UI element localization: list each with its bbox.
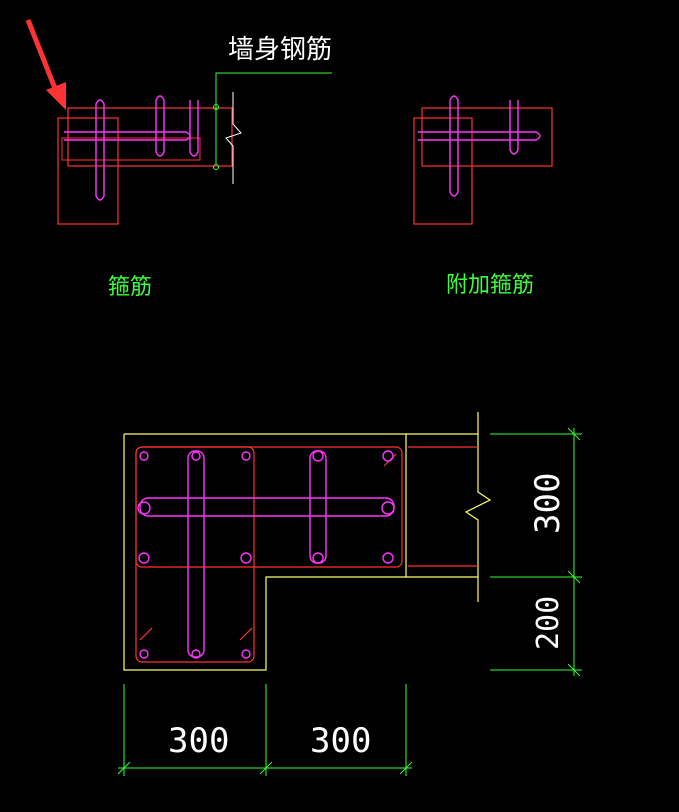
dimension-lines <box>117 427 582 776</box>
section-stirrups <box>135 446 478 663</box>
l-section <box>123 412 492 671</box>
additional-stirrup-vertical-rect <box>413 117 473 225</box>
leader-dot-bottom <box>213 164 219 170</box>
additional-stirrup-horizontal-rect <box>421 107 553 167</box>
break-line-section <box>464 412 492 602</box>
dimension-right-top: 300 <box>528 473 568 534</box>
additional-stirrup-label: 附加箍筋 <box>446 273 534 298</box>
section-tie-bars <box>139 450 395 658</box>
dimension-bottom-right: 300 <box>310 721 371 761</box>
leader-dot-top <box>213 104 219 110</box>
longitudinal-bars <box>137 450 395 659</box>
additional-stirrup-rebars <box>418 95 541 197</box>
wall-rebar-leader <box>215 72 332 164</box>
wall-rebar-label: 墙身钢筋 <box>228 35 332 65</box>
additional-stirrup-detail: 附加箍筋 <box>413 95 553 298</box>
stirrup-rebars <box>64 95 199 201</box>
stirrup-vertical-rect <box>57 117 119 225</box>
stirrup-detail: 墙身钢筋 箍筋 <box>57 35 332 300</box>
break-line-top <box>225 92 242 184</box>
stirrup-horizontal-rect <box>67 107 233 167</box>
dimension-bottom-left: 300 <box>168 721 229 761</box>
dimension-right-bottom: 200 <box>531 596 566 650</box>
pointer-arrow-icon <box>25 19 66 110</box>
stirrup-inner-rect <box>61 137 201 161</box>
stirrup-label: 箍筋 <box>108 275 152 300</box>
concrete-outline <box>123 433 407 671</box>
